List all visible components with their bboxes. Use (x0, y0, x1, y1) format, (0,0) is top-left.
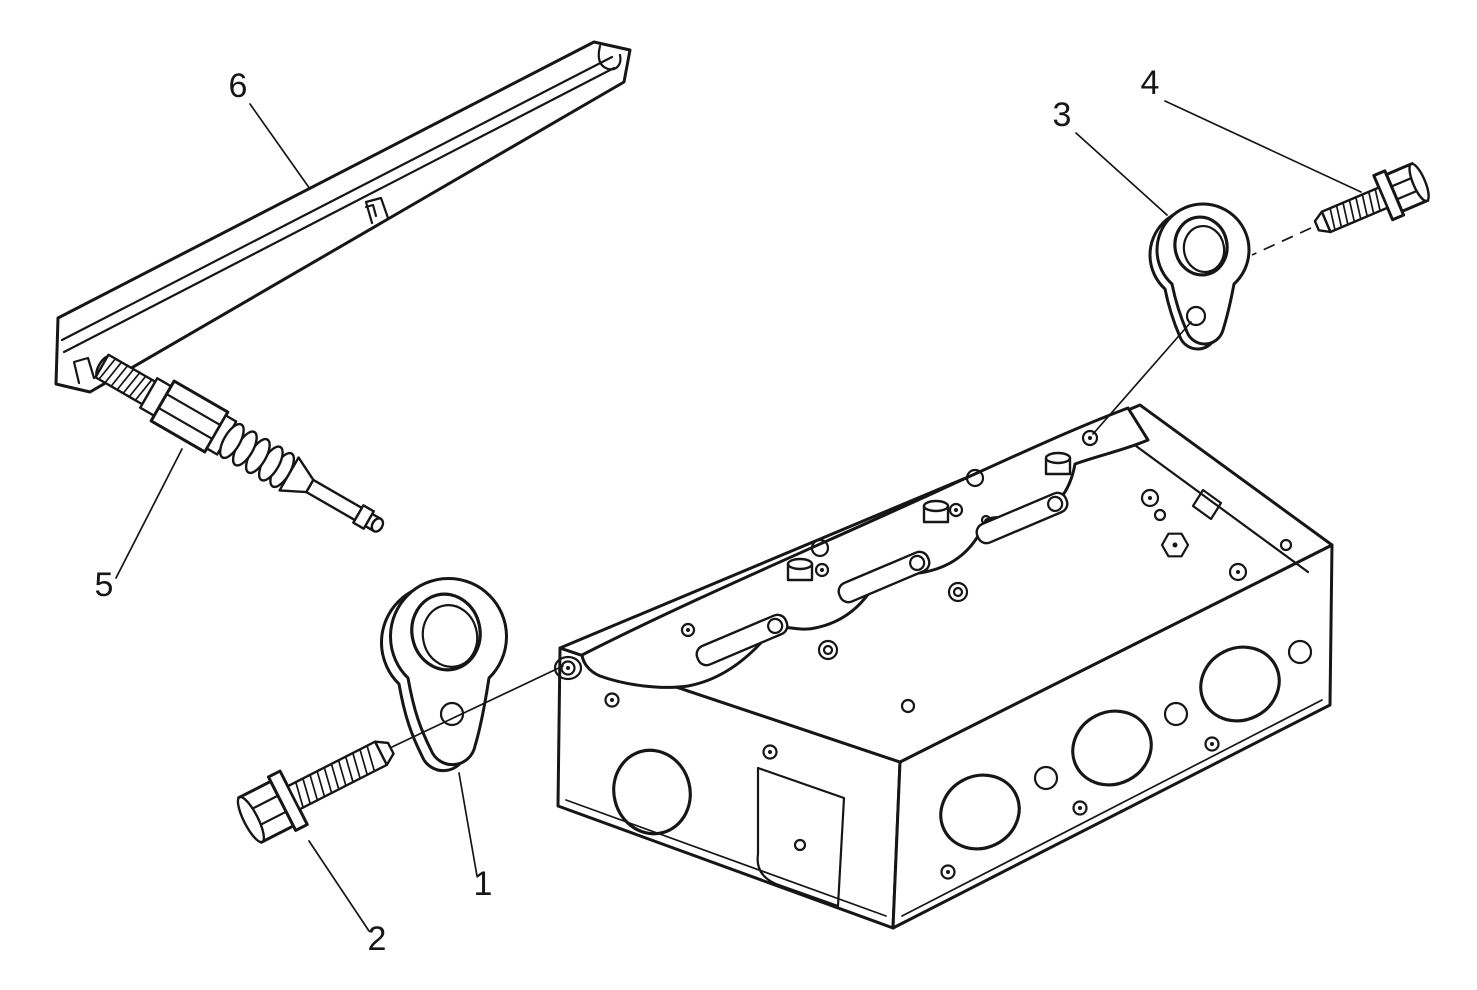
valve-cap-3 (1044, 451, 1072, 476)
rocker-details (695, 451, 1072, 667)
callout-label-5: 5 (95, 566, 114, 604)
valve-cap-1 (786, 557, 814, 582)
hex-socket-hole (1160, 532, 1190, 558)
callout-leader-1 (458, 772, 478, 877)
callout-leader-5 (115, 448, 183, 579)
callout-label-3: 3 (1053, 96, 1072, 134)
centerline-rear (1092, 321, 1192, 435)
head-right-face-details (939, 639, 1313, 880)
callout-5: 5 (95, 448, 183, 604)
intake-port (612, 748, 692, 836)
callout-1: 1 (458, 772, 493, 903)
callout-label-1: 1 (474, 865, 493, 903)
connector-rail-part (54, 40, 632, 394)
callout-label-6: 6 (229, 67, 248, 105)
exhaust-port-2 (1071, 709, 1153, 787)
callout-2: 2 (308, 840, 387, 958)
assembly-centerlines (391, 227, 1312, 748)
glow-plug-threads (98, 357, 153, 402)
glow-plug-ribs (218, 422, 296, 489)
rear-bolt-hole (1081, 429, 1099, 447)
bolt-front-part (236, 740, 395, 844)
callout-leader-4 (1164, 100, 1362, 193)
lifting-eye-rear-part (1148, 202, 1251, 351)
callout-leader-3 (1075, 132, 1168, 216)
side-panel (756, 766, 846, 908)
callout-3: 3 (1053, 96, 1168, 216)
valve-cap-2 (922, 499, 950, 524)
bolt-rear-threads (1329, 188, 1381, 231)
callout-label-2: 2 (368, 920, 387, 958)
lifting-eye-front-part (379, 576, 509, 773)
bolt-front-threads (294, 744, 376, 809)
callout-leader-6 (249, 103, 311, 190)
glow-plug-hole (560, 660, 576, 676)
callouts: 6 5 1 2 3 4 (95, 64, 1362, 958)
callout-4: 4 (1141, 64, 1362, 193)
exhaust-port-3 (1199, 645, 1281, 723)
head-left-face-details (553, 655, 846, 908)
cylinder-head (553, 403, 1334, 930)
callout-6: 6 (229, 67, 311, 190)
callout-label-4: 4 (1141, 64, 1160, 102)
callout-leader-2 (308, 840, 370, 932)
bolt-rear-part (1313, 162, 1430, 234)
centerline-rear-bolt (1251, 227, 1312, 256)
exhaust-port-1 (939, 773, 1021, 851)
glow-plug-part (94, 353, 385, 533)
deck-step-details (1134, 444, 1310, 582)
centerline-front (391, 665, 564, 748)
